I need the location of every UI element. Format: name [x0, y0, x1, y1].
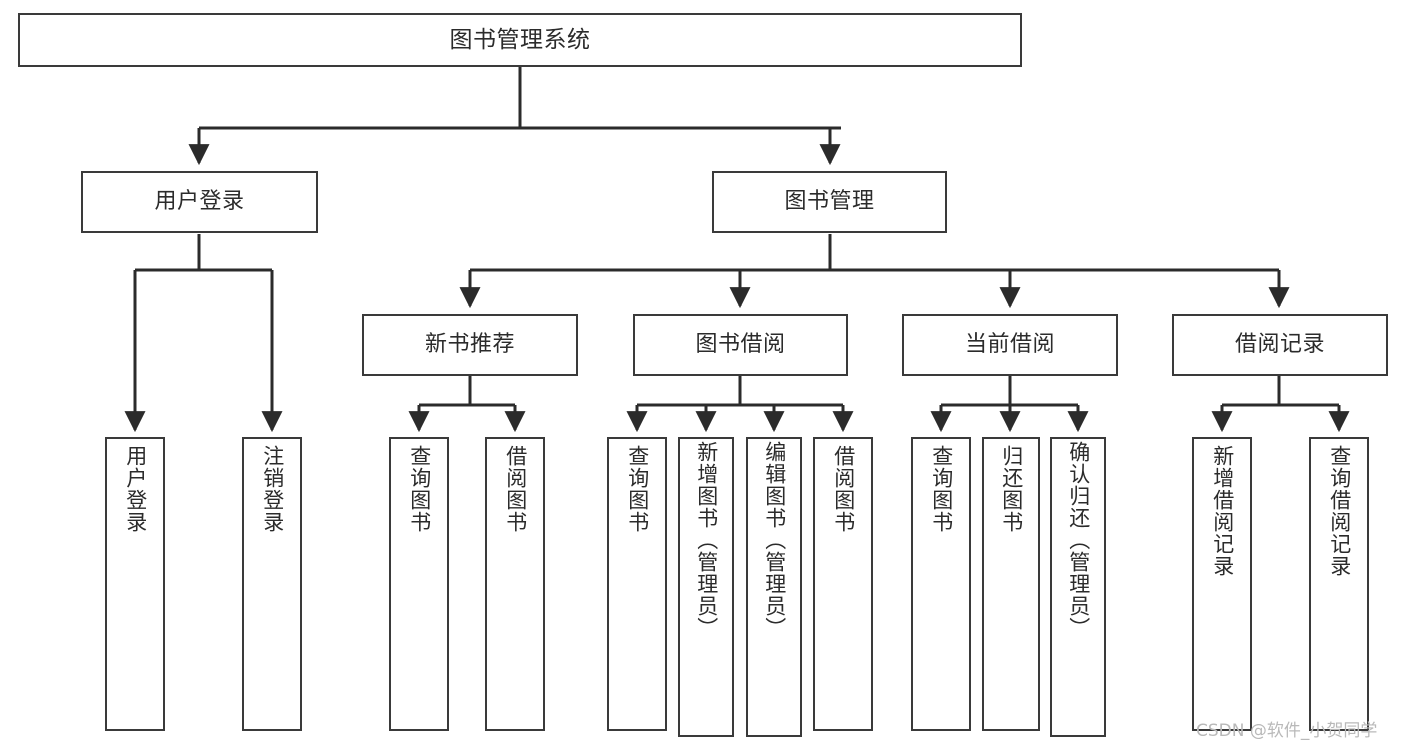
node-label: 当前借阅: [964, 332, 1055, 358]
node-label: 图书管理: [784, 189, 875, 215]
node-label: 查询借阅记录: [1327, 445, 1352, 577]
node-label: 图书管理系统: [449, 26, 591, 53]
leaf-add-borrow-record[interactable]: 新增借阅记录: [1192, 437, 1252, 731]
node-label: 新书推荐: [424, 332, 515, 358]
leaf-query-book-current[interactable]: 查询图书: [911, 437, 971, 731]
node-book-management[interactable]: 图书管理: [712, 171, 947, 233]
leaf-query-borrow-record[interactable]: 查询借阅记录: [1309, 437, 1369, 731]
node-label: 确认归还（管理员）: [1066, 441, 1091, 639]
leaf-query-book-borrow[interactable]: 查询图书: [607, 437, 667, 731]
node-label: 查询图书: [625, 445, 650, 533]
node-label: 查询图书: [407, 445, 432, 533]
node-label: 借阅图书: [831, 445, 856, 533]
node-new-book-recommendation[interactable]: 新书推荐: [362, 314, 578, 376]
node-root-book-management-system[interactable]: 图书管理系统: [18, 13, 1022, 67]
node-label: 编辑图书（管理员）: [762, 441, 787, 639]
leaf-edit-book-admin[interactable]: 编辑图书（管理员）: [746, 437, 802, 737]
node-label: 用户登录: [123, 445, 148, 533]
node-label: 借阅记录: [1234, 332, 1325, 358]
node-label: 用户登录: [154, 189, 245, 215]
node-label: 归还图书: [999, 445, 1024, 533]
leaf-user-logout[interactable]: 注销登录: [242, 437, 302, 731]
node-user-login[interactable]: 用户登录: [81, 171, 318, 233]
leaf-borrow-book-borrow[interactable]: 借阅图书: [813, 437, 873, 731]
leaf-confirm-return-admin[interactable]: 确认归还（管理员）: [1050, 437, 1106, 737]
node-borrow-record[interactable]: 借阅记录: [1172, 314, 1388, 376]
node-current-borrow[interactable]: 当前借阅: [902, 314, 1118, 376]
leaf-query-book-new-recommendation[interactable]: 查询图书: [389, 437, 449, 731]
node-label: 新增借阅记录: [1210, 445, 1235, 577]
leaf-user-login[interactable]: 用户登录: [105, 437, 165, 731]
csdn-watermark: CSDN @软件_小贺同学: [1196, 721, 1378, 741]
node-book-borrow[interactable]: 图书借阅: [633, 314, 848, 376]
node-label: 查询图书: [929, 445, 954, 533]
node-label: 图书借阅: [695, 332, 786, 358]
leaf-return-book[interactable]: 归还图书: [982, 437, 1040, 731]
leaf-add-book-admin[interactable]: 新增图书（管理员）: [678, 437, 734, 737]
node-label: 注销登录: [260, 445, 285, 533]
leaf-borrow-book-new-recommendation[interactable]: 借阅图书: [485, 437, 545, 731]
node-label: 新增图书（管理员）: [694, 441, 719, 639]
node-label: 借阅图书: [503, 445, 528, 533]
